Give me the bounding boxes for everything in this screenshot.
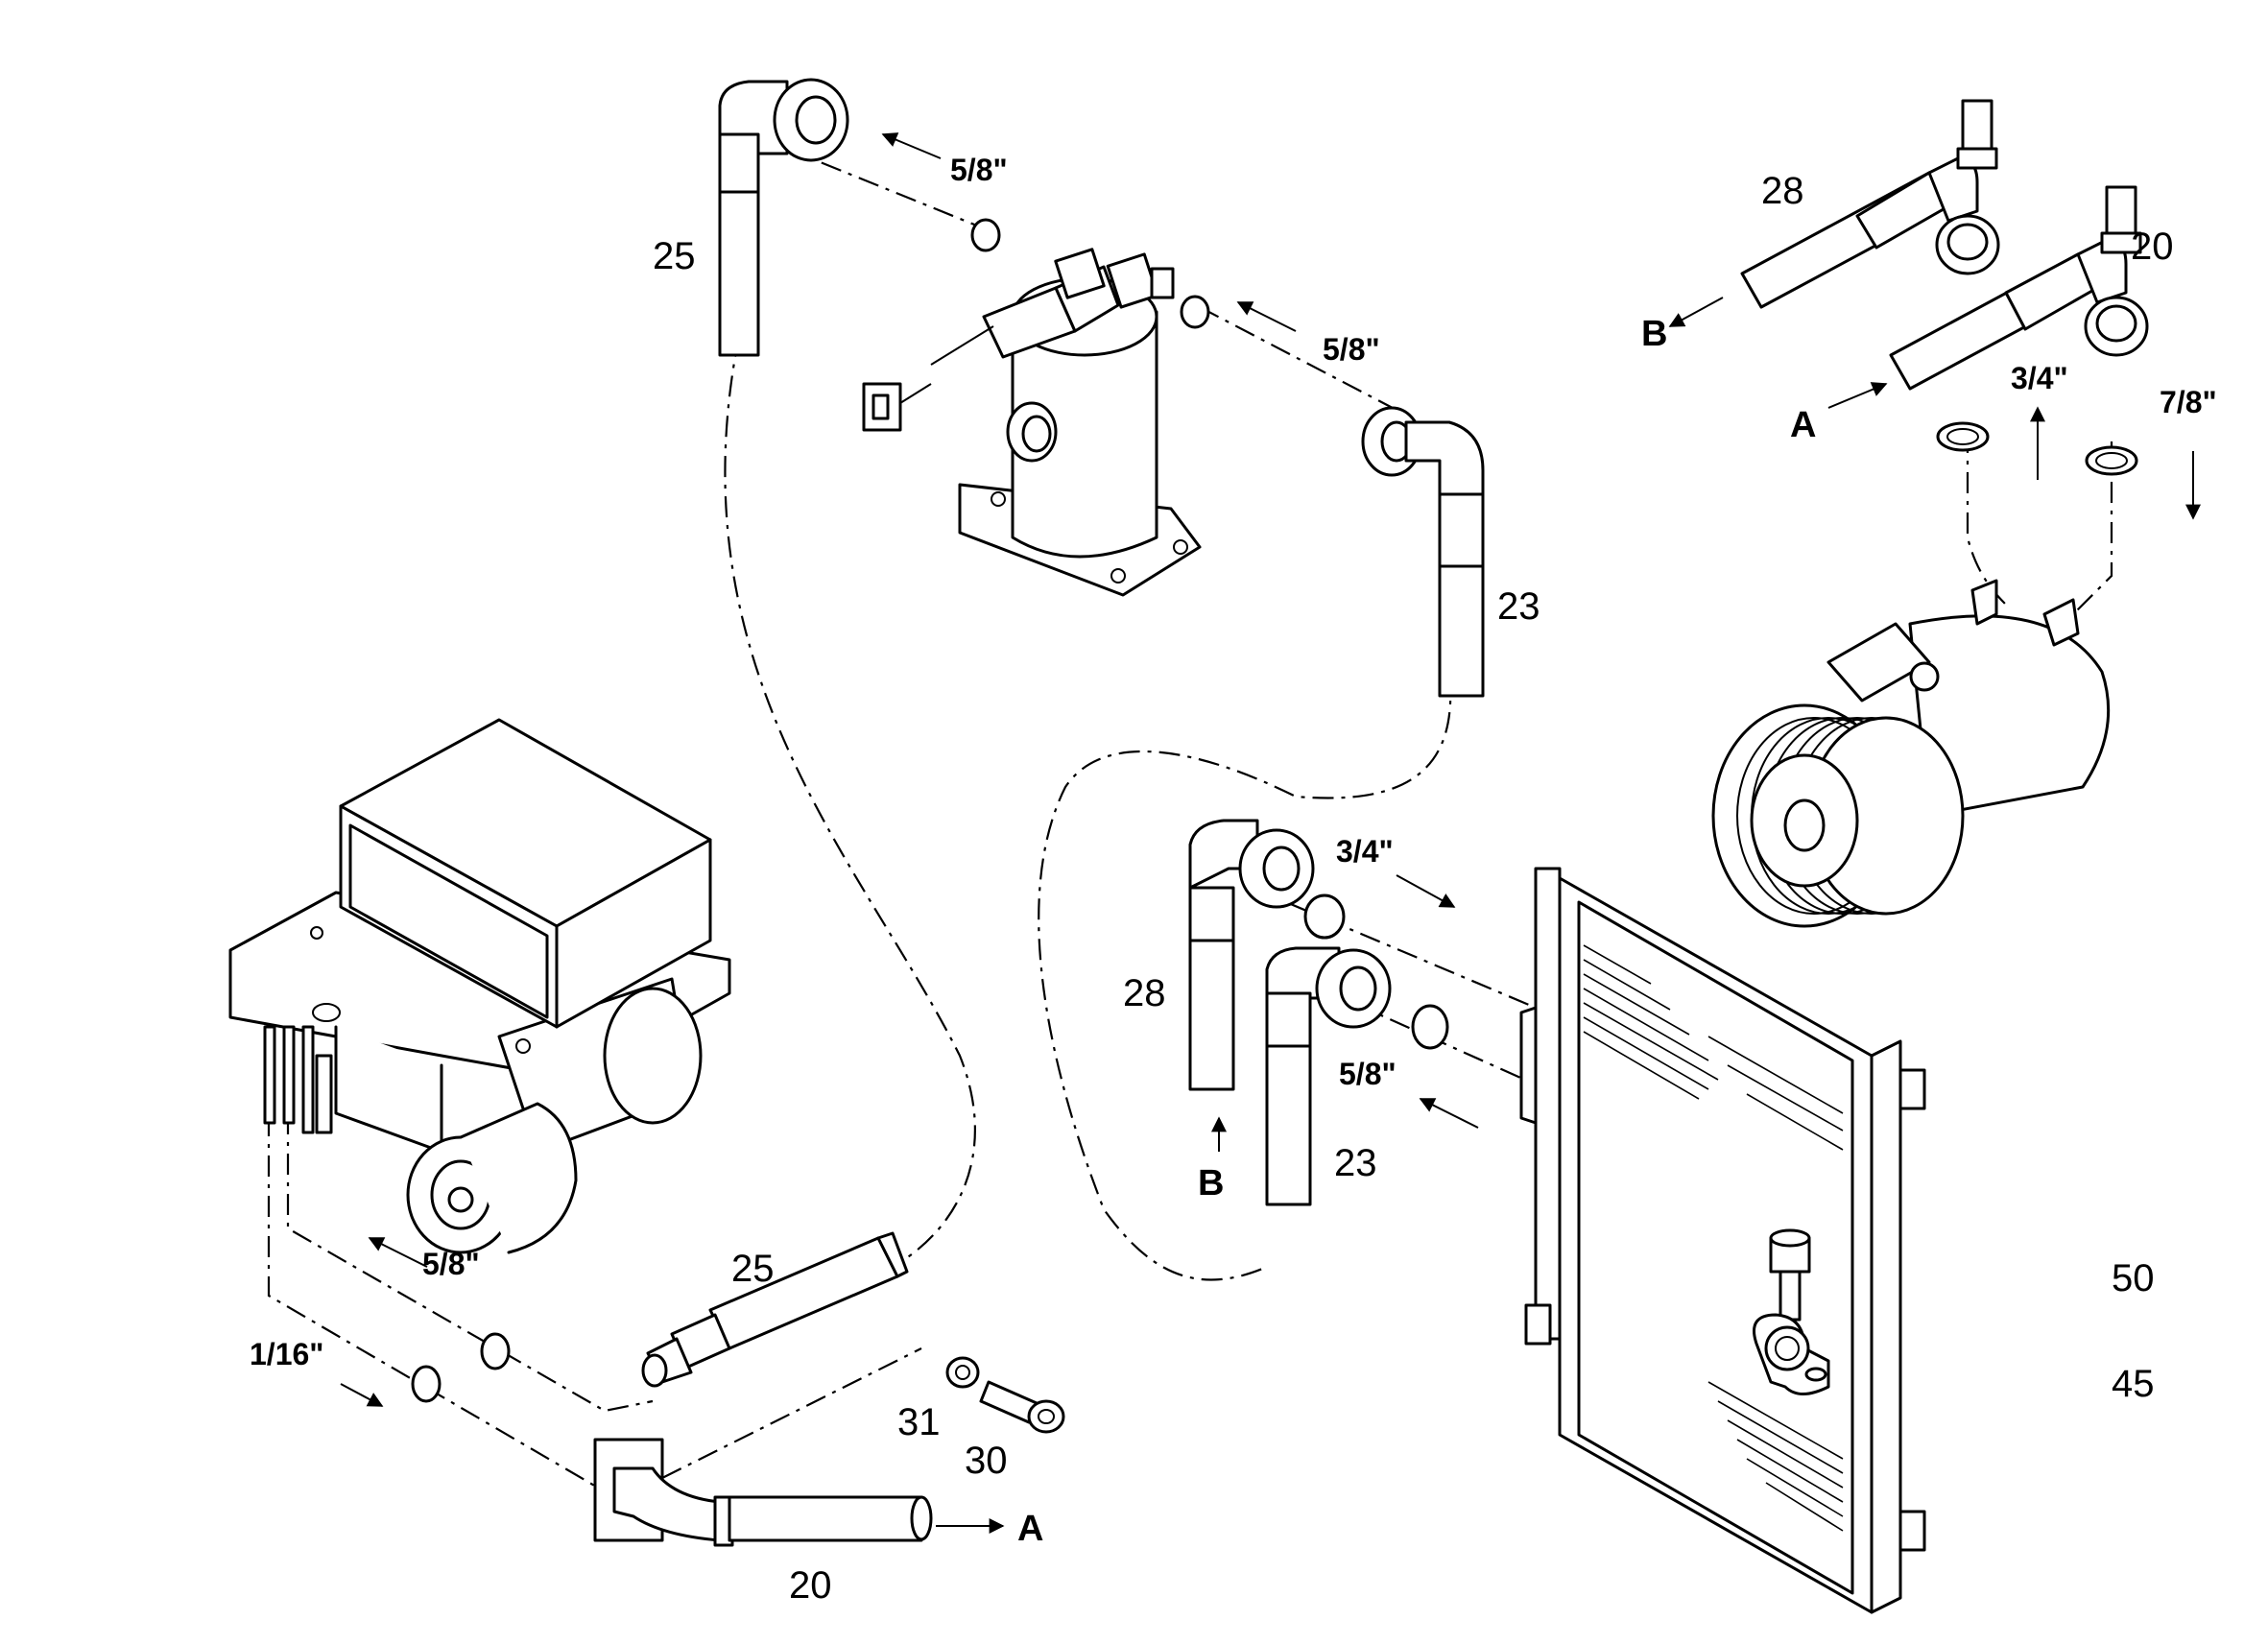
size-5-8-drier: 5/8" bbox=[1323, 332, 1380, 367]
letter-a-top: A bbox=[1790, 405, 1816, 445]
size-3-4-cond: 3/4" bbox=[1336, 834, 1394, 869]
callout-25-bottom: 25 bbox=[731, 1248, 775, 1290]
callout-20-bottom: 20 bbox=[789, 1564, 832, 1607]
arrow-5-8-evap bbox=[368, 1237, 428, 1268]
callout-30: 30 bbox=[965, 1440, 1008, 1482]
size-7-8-comp: 7/8" bbox=[2160, 385, 2217, 419]
clamp-45 bbox=[1753, 1313, 1830, 1395]
compressor-hoses bbox=[1740, 99, 2149, 476]
callout-20-top: 20 bbox=[2131, 226, 2174, 268]
arrow-1-16 bbox=[340, 1383, 384, 1407]
callout-23-mid: 23 bbox=[1334, 1142, 1377, 1184]
compressor bbox=[1711, 579, 2111, 928]
arrow-3-4-cond bbox=[1396, 874, 1456, 908]
size-5-8-evap: 5/8" bbox=[422, 1247, 480, 1281]
bolt-30-washer-31 bbox=[945, 1356, 1065, 1434]
size-labels: 5/8" 5/8" 3/4" 7/8" 3/4" 5/8" 5/8" 1/16" bbox=[250, 153, 2217, 1371]
orings-evap bbox=[411, 1332, 511, 1403]
letter-b-mid: B bbox=[1198, 1163, 1224, 1203]
callout-45: 45 bbox=[2112, 1363, 2155, 1405]
bolt-50 bbox=[1769, 1228, 1811, 1322]
connection-letters: B A B A bbox=[1017, 314, 1816, 1549]
callout-25-top: 25 bbox=[653, 235, 696, 277]
callout-labels: 25 28 20 23 28 23 25 31 30 20 50 45 bbox=[653, 170, 2174, 1607]
arrow-5-8-drier bbox=[1236, 301, 1297, 332]
arrow-b-top bbox=[1668, 297, 1724, 327]
arrow-a-top bbox=[1827, 382, 1888, 409]
hose-20-bottom bbox=[593, 1438, 933, 1547]
direction-arrows bbox=[340, 132, 2201, 1534]
callout-28-mid: 28 bbox=[1123, 972, 1166, 1014]
size-1-16: 1/16" bbox=[250, 1337, 323, 1371]
callout-23-top: 23 bbox=[1497, 585, 1540, 628]
letter-a-bottom: A bbox=[1017, 1509, 1043, 1549]
callout-50: 50 bbox=[2112, 1257, 2155, 1299]
size-5-8-top: 5/8" bbox=[950, 153, 1008, 187]
size-3-4-comp: 3/4" bbox=[2011, 361, 2068, 395]
callout-31: 31 bbox=[897, 1401, 941, 1443]
arrow-5-8-cond bbox=[1419, 1098, 1479, 1129]
hose-23-top bbox=[1361, 406, 1485, 698]
callout-28-top: 28 bbox=[1761, 170, 1804, 212]
receiver-drier bbox=[862, 248, 1210, 597]
hose-25-top bbox=[718, 78, 1001, 357]
hose-25-bottom bbox=[641, 1231, 909, 1388]
condenser bbox=[1519, 867, 1926, 1614]
evaporator-unit bbox=[228, 718, 731, 1254]
size-5-8-cond: 5/8" bbox=[1339, 1057, 1397, 1091]
condenser-hoses bbox=[1188, 819, 1449, 1206]
letter-b-top: B bbox=[1641, 314, 1667, 354]
arrow-5-8-top bbox=[881, 132, 942, 159]
